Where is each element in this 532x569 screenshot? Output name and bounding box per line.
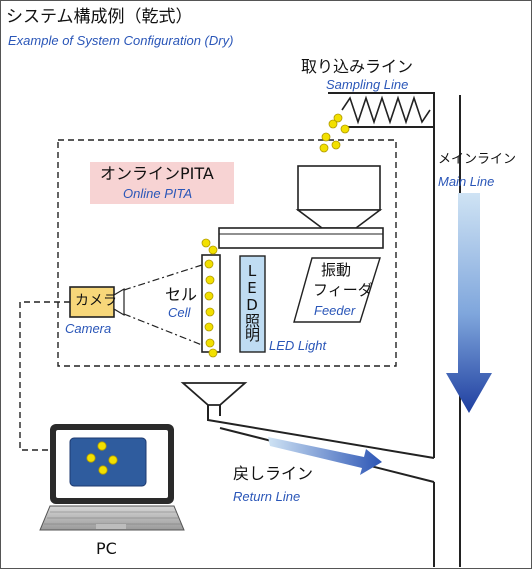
led-light-label-en: LED Light bbox=[269, 338, 327, 353]
diagram-title: システム構成例（乾式） bbox=[6, 7, 193, 27]
sampling-line-label-en: Sampling Line bbox=[326, 77, 409, 92]
main-line-label-en: Main Line bbox=[438, 174, 495, 189]
return-line-label: 戻しライン bbox=[233, 464, 314, 483]
particle bbox=[201, 238, 211, 248]
particle bbox=[331, 140, 341, 150]
online-pita-box bbox=[57, 139, 397, 367]
feeder-label-line2: フィーダ bbox=[313, 281, 373, 299]
particle bbox=[333, 113, 343, 123]
laptop-image-panel bbox=[69, 437, 147, 487]
laptop-touchpad bbox=[96, 524, 126, 529]
particle bbox=[205, 338, 215, 348]
main-line-arrow bbox=[446, 193, 492, 413]
cell-body bbox=[201, 254, 221, 353]
particle bbox=[340, 124, 350, 134]
particle bbox=[319, 143, 329, 153]
screen-particle bbox=[108, 455, 118, 465]
online-pita-label-en: Online PITA bbox=[123, 186, 193, 201]
particle bbox=[208, 348, 218, 358]
particle bbox=[205, 307, 215, 317]
particle bbox=[208, 245, 218, 255]
sampling-line-pipe bbox=[328, 92, 435, 128]
camera-label: カメラ bbox=[75, 293, 117, 309]
return-line-label-en: Return Line bbox=[233, 489, 301, 504]
camera-label-en: Camera bbox=[65, 321, 112, 336]
particle bbox=[328, 119, 338, 129]
led-light-label: LED照明 bbox=[243, 262, 261, 341]
particle bbox=[204, 259, 214, 269]
online-pita-label-bg bbox=[90, 162, 234, 204]
camera-view-bottom bbox=[123, 313, 203, 346]
sampling-line-label: 取り込みライン bbox=[301, 57, 414, 76]
cell-label-en: Cell bbox=[168, 305, 191, 320]
hopper-funnel bbox=[295, 209, 383, 229]
return-pipe-upper bbox=[207, 405, 435, 459]
vibration-feeder bbox=[293, 257, 381, 323]
pc-label: PC bbox=[96, 539, 117, 558]
screen-particle bbox=[97, 441, 107, 451]
particle bbox=[321, 132, 331, 142]
camera-view-top bbox=[123, 264, 203, 291]
return-line-arrow bbox=[268, 437, 382, 475]
camera-pc-cable bbox=[19, 301, 70, 451]
led-light bbox=[239, 255, 266, 353]
feeder-label-en: Feeder bbox=[314, 303, 356, 318]
screen-particle bbox=[98, 465, 108, 475]
diagram-title-en: Example of System Configuration (Dry) bbox=[8, 33, 234, 48]
feeder-label-line1: 振動 bbox=[321, 261, 352, 279]
particle bbox=[204, 291, 214, 301]
sampling-screw bbox=[341, 95, 431, 125]
screen-particle bbox=[86, 453, 96, 463]
return-funnel bbox=[180, 382, 248, 406]
particle bbox=[204, 322, 214, 332]
camera-lens bbox=[113, 287, 125, 317]
particle bbox=[205, 275, 215, 285]
cell-label: セル bbox=[165, 285, 198, 304]
camera-body bbox=[69, 286, 115, 318]
main-line-label: メインライン bbox=[438, 152, 517, 167]
online-pita-label: オンラインPITA bbox=[100, 164, 214, 183]
hopper-body bbox=[297, 165, 381, 211]
feeder-tray bbox=[218, 227, 384, 249]
